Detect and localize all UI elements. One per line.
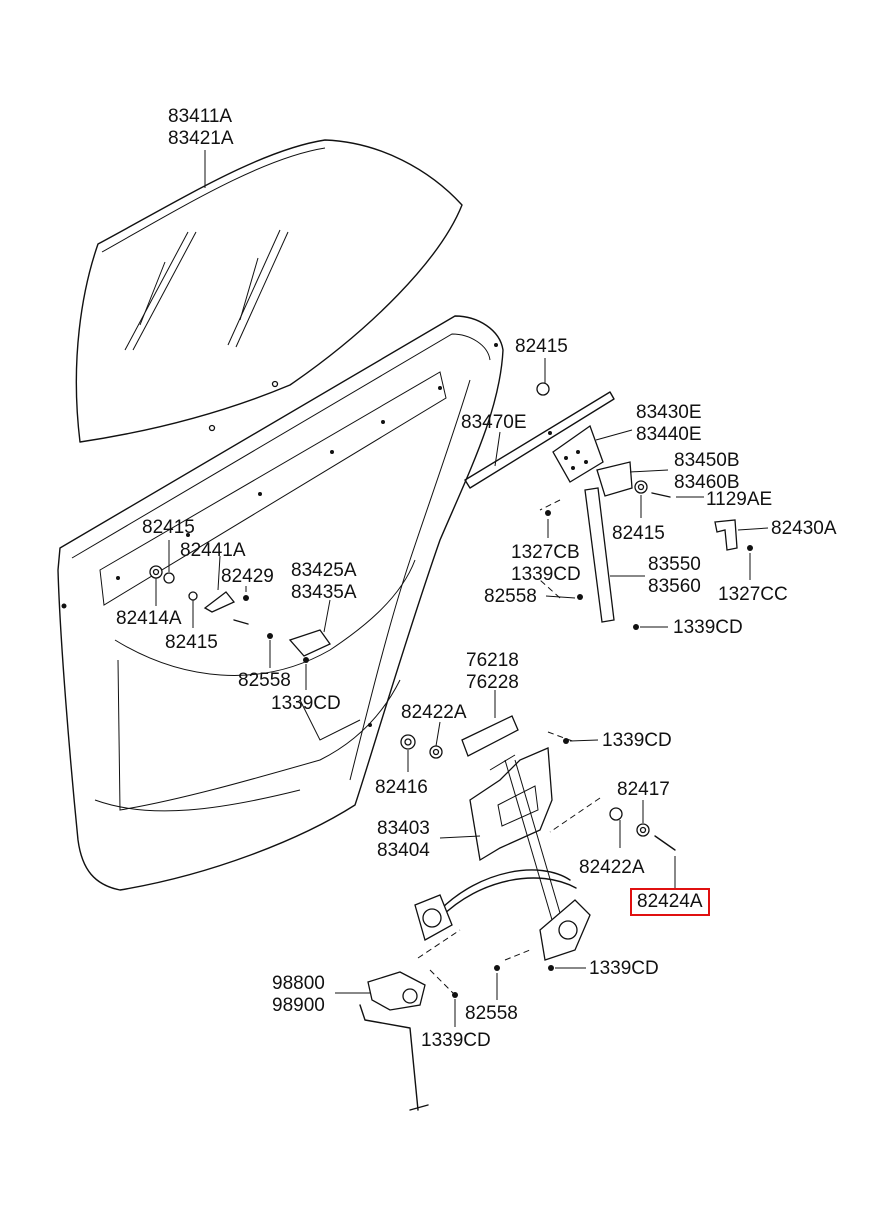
label-83450B: 83450B: [674, 450, 740, 471]
label-82422A-top: 82422A: [401, 702, 467, 723]
regulator-assembly: [359, 715, 676, 1111]
label-82558-right: 82558: [484, 586, 537, 607]
label-1129AE: 1129AE: [706, 489, 773, 510]
label-83403: 83403: [377, 818, 430, 839]
label-98800: 98800: [272, 973, 325, 994]
label-82416: 82416: [375, 777, 428, 798]
label-83430E: 83430E: [636, 402, 702, 423]
upper-bracket-assembly: [545, 424, 753, 630]
label-82415-right: 82415: [612, 523, 665, 544]
label-1339CD-right: 1339CD: [673, 617, 743, 638]
highlighted-part-82424A[interactable]: 82424A: [630, 888, 710, 916]
label-82422A-bottom: 82422A: [579, 857, 645, 878]
label-1339CD-upper: 1339CD: [511, 564, 581, 585]
label-82415-left: 82415: [142, 517, 195, 538]
door-glass: [75, 139, 463, 443]
label-1327CC: 1327CC: [718, 584, 788, 605]
label-1339CD-mid: 1339CD: [602, 730, 672, 751]
label-82415-left-lower: 82415: [165, 632, 218, 653]
label-83425A: 83425A: [291, 560, 357, 581]
label-82441A: 82441A: [180, 540, 246, 561]
door-inner-panel: [57, 315, 504, 891]
label-83550: 83550: [648, 554, 701, 575]
label-82429: 82429: [221, 566, 274, 587]
label-1327CB: 1327CB: [511, 542, 580, 563]
leader-lines: [155, 150, 769, 1027]
label-83560: 83560: [648, 576, 701, 597]
label-98900: 98900: [272, 995, 325, 1016]
label-82417: 82417: [617, 779, 670, 800]
label-83411A: 83411A: [168, 106, 233, 127]
label-76218: 76218: [466, 650, 519, 671]
label-82414A: 82414A: [116, 608, 182, 629]
label-83435A: 83435A: [291, 582, 357, 603]
label-1339CD-bottom: 1339CD: [589, 958, 659, 979]
label-83421A: 83421A: [168, 128, 234, 149]
label-82558-bottom: 82558: [465, 1003, 518, 1024]
label-1339CD-lowest: 1339CD: [421, 1030, 491, 1051]
run-channel: [464, 382, 615, 489]
label-82558-left: 82558: [238, 670, 291, 691]
label-82415-top: 82415: [515, 336, 568, 357]
label-83440E: 83440E: [636, 424, 702, 445]
label-82430A: 82430A: [771, 518, 837, 539]
label-76228: 76228: [466, 672, 519, 693]
label-83460B: 83460B: [674, 472, 740, 493]
label-1339CD-left: 1339CD: [271, 693, 341, 714]
label-83404: 83404: [377, 840, 430, 861]
label-83470E: 83470E: [461, 412, 527, 433]
